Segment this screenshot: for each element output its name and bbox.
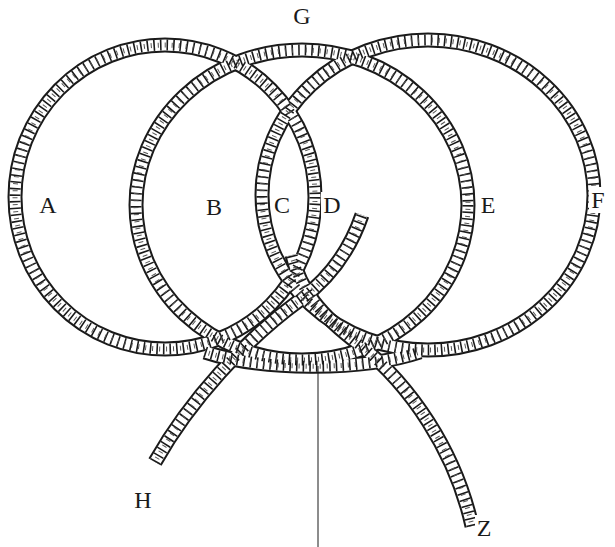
part-letter: C bbox=[272, 192, 292, 218]
part-letter: A bbox=[37, 192, 58, 218]
part-letter: Z bbox=[475, 515, 494, 541]
leader-line bbox=[318, 366, 319, 547]
part-letter: H bbox=[132, 487, 153, 513]
part-letter: E bbox=[479, 192, 498, 218]
rope bbox=[15, 40, 594, 526]
part-letter: B bbox=[204, 194, 224, 220]
part-letter: D bbox=[321, 192, 342, 218]
part-letter: G bbox=[291, 3, 312, 29]
part-letter: F bbox=[589, 187, 606, 213]
